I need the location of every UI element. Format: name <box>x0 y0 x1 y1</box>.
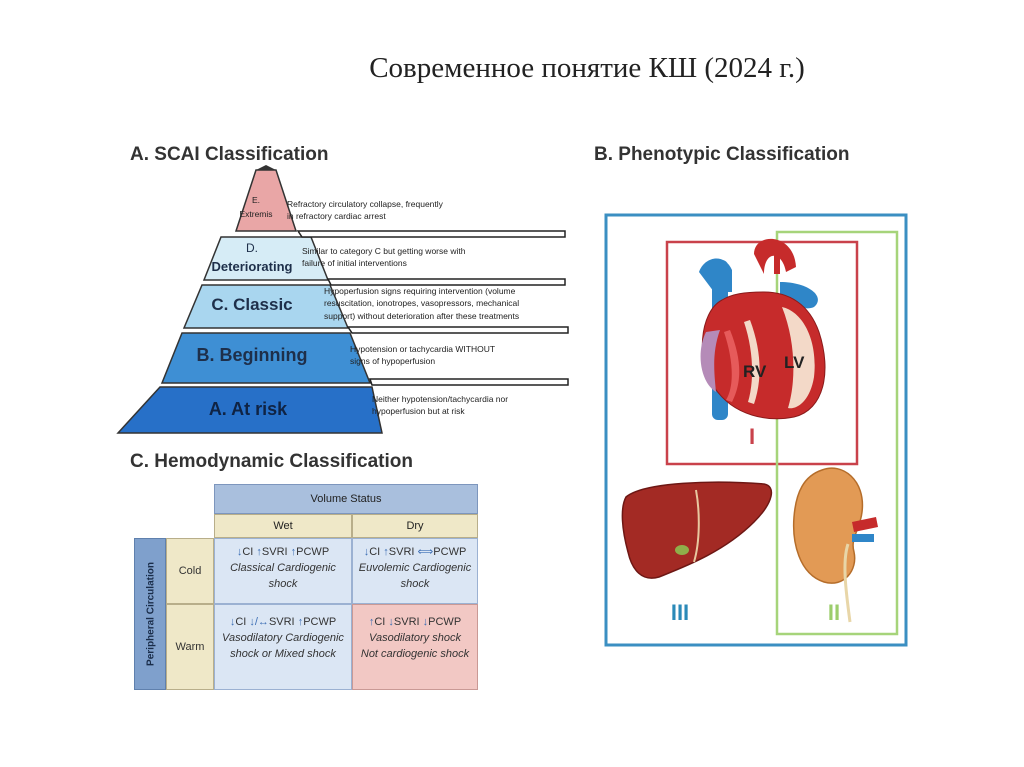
hemodynamic-table: Volume Status Wet Dry Peripheral Circula… <box>134 484 478 690</box>
tier-b-desc: Hypotension or tachycardia WITHOUT signs… <box>350 343 495 368</box>
lv-label: LV <box>784 353 805 372</box>
quadrant-warm-wet: ↓CI ↓/↔SVRI ↑PCWP Vasodilatory Cardiogen… <box>214 604 352 690</box>
row-cold-label: Cold <box>166 538 214 604</box>
liver-numeral: III <box>671 600 689 625</box>
col-dry-header: Dry <box>352 514 478 538</box>
liver-illustration <box>622 482 771 578</box>
quadrant-warm-dry: ↑CI ↓SVRI ↓PCWP Vasodilatory shock Not c… <box>352 604 478 690</box>
tier-e-desc: Refractory circulatory collapse, frequen… <box>287 198 443 223</box>
slide-title: Современное понятие КШ (2024 г.) <box>0 52 1024 85</box>
tier-b-label: B. Beginning <box>197 345 308 365</box>
phenotypic-figure: RV LV I III II <box>604 212 910 648</box>
tier-d-desc: Similar to category C but getting worse … <box>302 245 465 270</box>
tier-d-label-1: D. <box>246 241 258 255</box>
heart-illustration <box>699 239 825 420</box>
col-wet-header: Wet <box>214 514 352 538</box>
kidney-numeral: II <box>828 600 840 625</box>
hemodynamic-title: C. Hemodynamic Classification <box>130 451 413 473</box>
tier-a-desc: Neither hypotension/tachycardia nor hypo… <box>372 393 508 418</box>
bar-1 <box>298 231 565 237</box>
tier-a-label: A. At risk <box>209 399 288 419</box>
tier-d-label-2: Deteriorating <box>212 259 293 274</box>
bar-4 <box>370 379 568 385</box>
volume-status-header: Volume Status <box>214 484 478 514</box>
quadrant-cold-wet: ↓CI ↑SVRI ↑PCWP Classical Cardiogenic sh… <box>214 538 352 604</box>
heart-numeral: I <box>749 424 755 449</box>
tier-e-label-1: E. <box>252 195 260 205</box>
tier-c-label: C. Classic <box>211 295 292 314</box>
kidney-illustration <box>794 468 878 622</box>
row-warm-label: Warm <box>166 604 214 690</box>
bar-3 <box>348 327 568 333</box>
rv-label: RV <box>743 362 767 381</box>
tier-c-desc: Hypoperfusion signs requiring interventi… <box>324 285 519 322</box>
outer-frame <box>606 215 906 645</box>
quadrant-cold-dry: ↓CI ↑SVRI ⟺PCWP Euvolemic Cardiogenic sh… <box>352 538 478 604</box>
phenotypic-title: B. Phenotypic Classification <box>594 144 850 166</box>
tier-e-label-2: Extremis <box>239 209 272 219</box>
scai-title: A. SCAI Classification <box>130 144 329 166</box>
peripheral-circulation-label: Peripheral Circulation <box>134 538 166 690</box>
